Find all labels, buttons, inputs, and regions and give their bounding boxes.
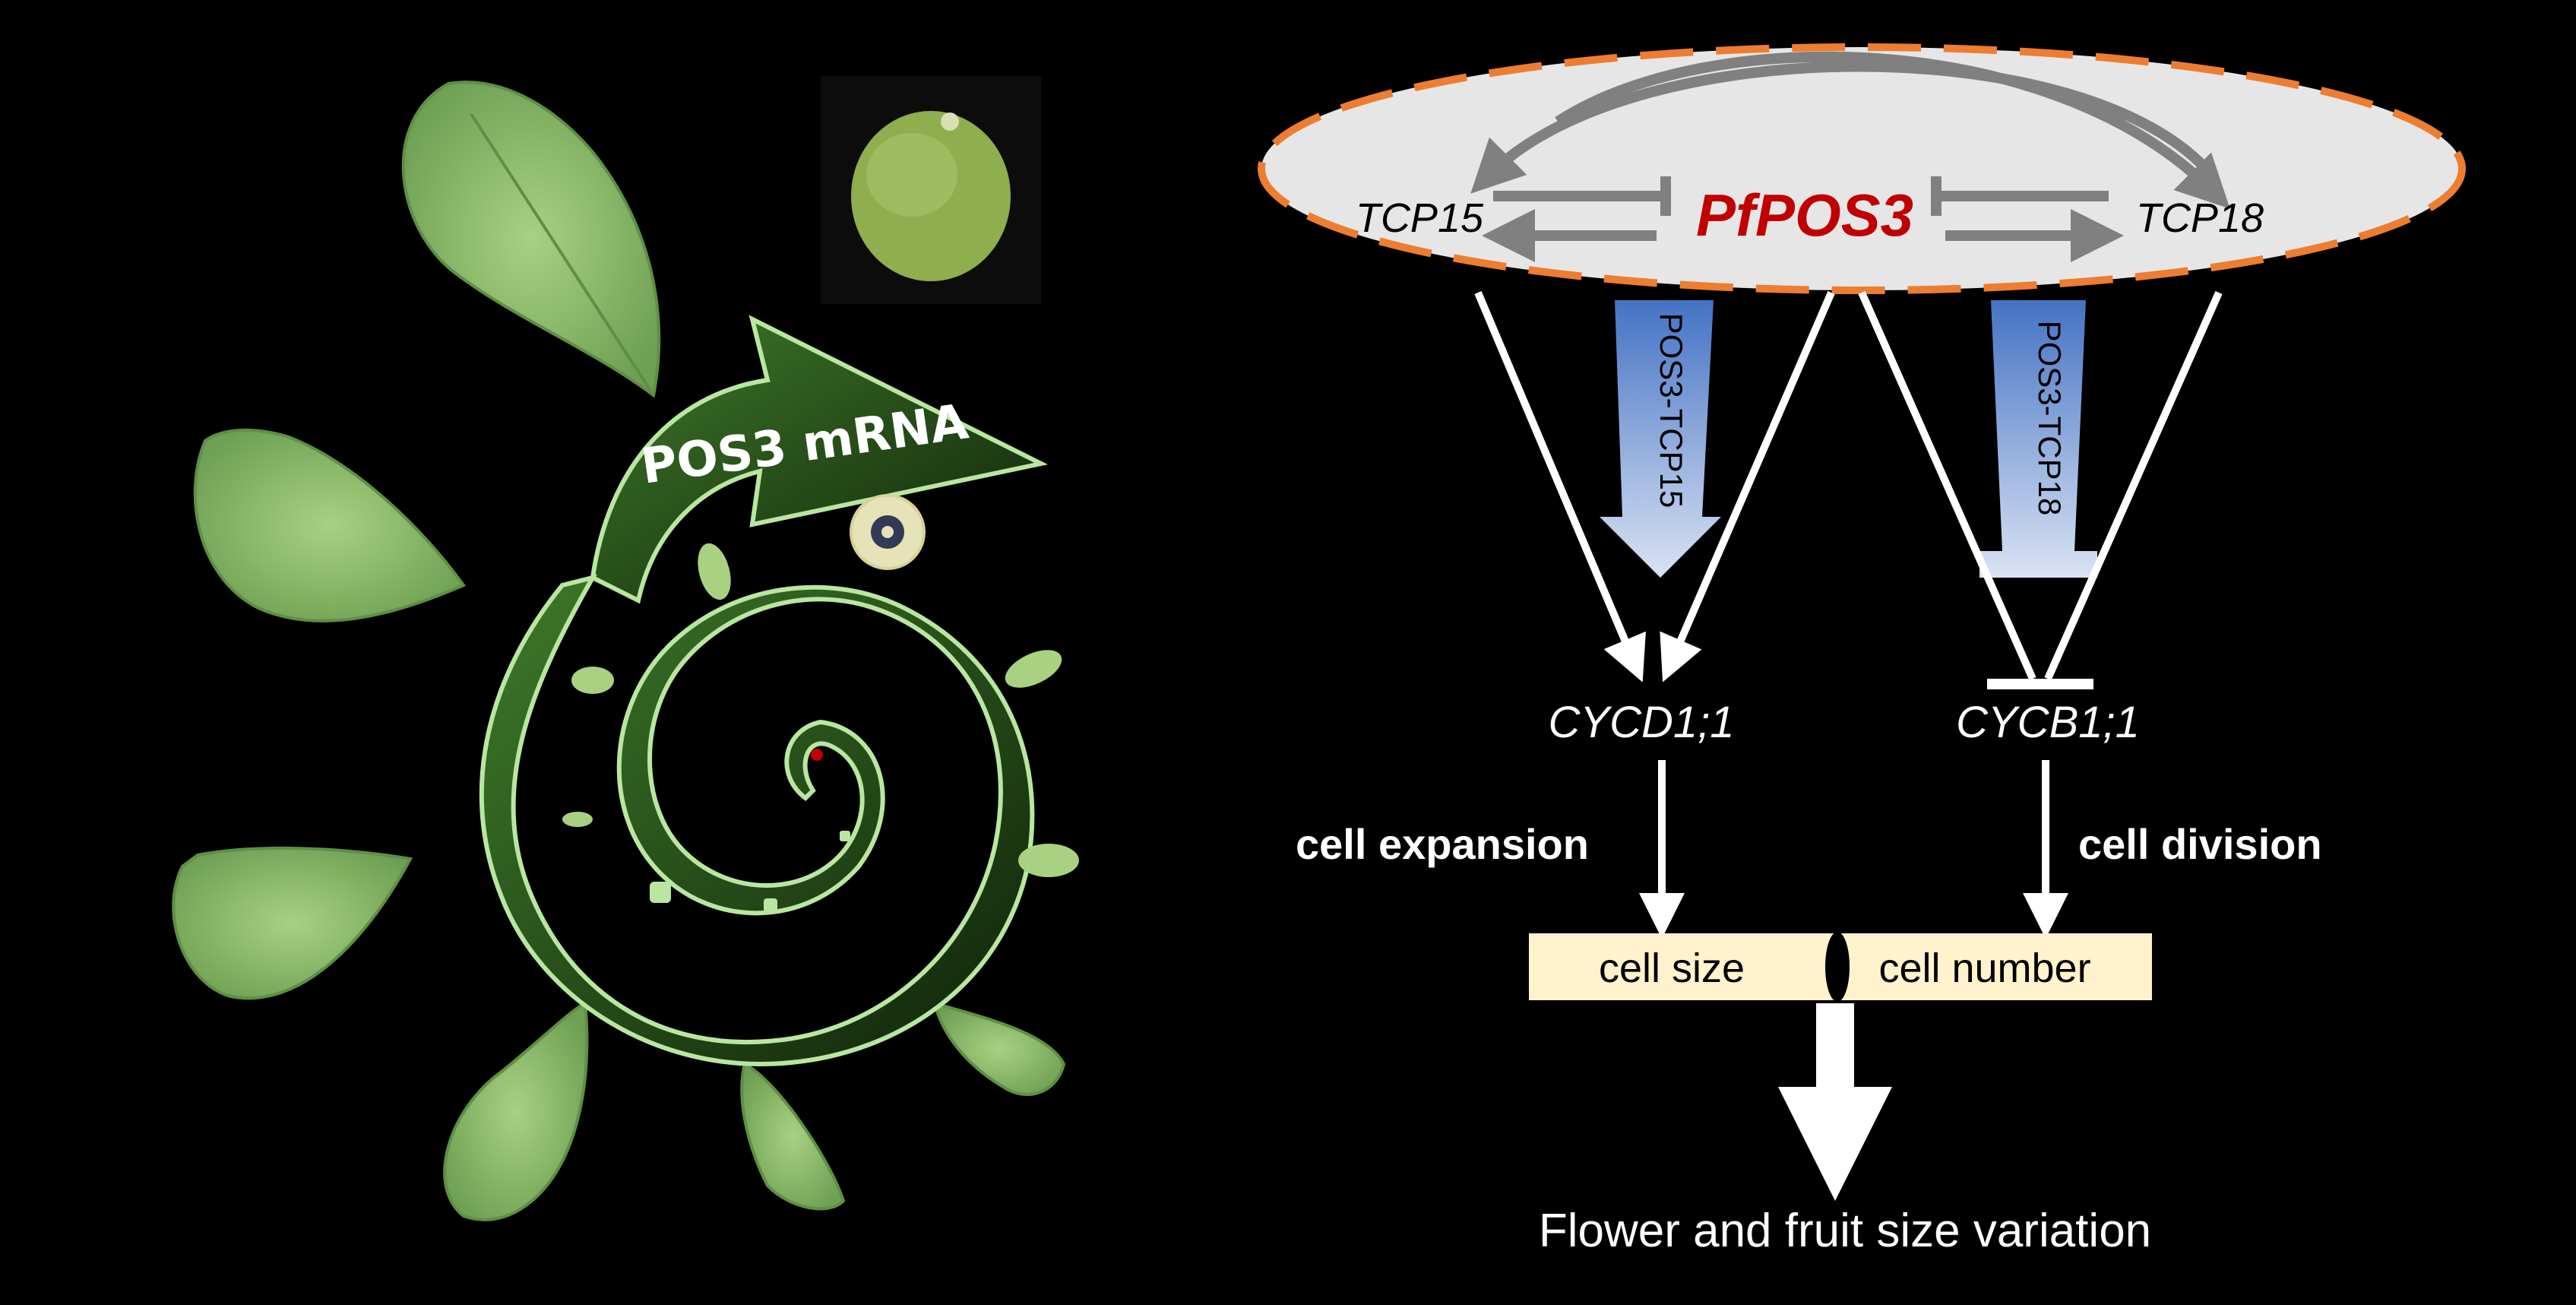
- seed-dot: [840, 831, 850, 841]
- bud-1: [698, 543, 731, 600]
- bud-2: [571, 667, 614, 694]
- leaf-left: [172, 846, 413, 1000]
- pos3-to-cycd: [1660, 291, 1835, 683]
- leaf-top: [401, 81, 661, 398]
- outcome-cell-number: cell number: [1878, 945, 2090, 991]
- regulation-ellipse: [1258, 43, 2466, 294]
- tcp18-inhibits-cycb: [2044, 290, 2223, 681]
- gene-tcp15: TCP15: [1356, 195, 1484, 241]
- gene-pfpos3: PfPOS3: [1696, 182, 1913, 249]
- leaf-bottom: [740, 1062, 846, 1211]
- mrna-arrow: POS3 mRNA: [479, 315, 1049, 1067]
- complex-arrow-left: POS3-TCP15: [1600, 300, 1721, 578]
- fruit-image: [821, 76, 1041, 304]
- outcome-divider: [1825, 932, 1850, 1002]
- bud-4: [1005, 650, 1062, 688]
- arc-tcp15-to-tcp18: [1555, 51, 2230, 209]
- network-diagram: TCP15 PfPOS3 TCP18 POS3-TCP15 POS3-TCP18…: [1258, 43, 2466, 1257]
- complex-label-right: POS3-TCP18: [2032, 321, 2068, 516]
- tcp15-to-cycd: [1474, 291, 1646, 683]
- left-panel: POS3 mRNA: [172, 76, 1079, 1221]
- seed-dot: [764, 898, 777, 912]
- outcome-cell-size: cell size: [1599, 945, 1745, 991]
- target-cycb11: CYCB1;1: [1956, 698, 2140, 747]
- bud-3: [562, 812, 593, 827]
- arc-tcp18-to-tcp15: [1470, 61, 2216, 194]
- bud-5: [1018, 844, 1079, 877]
- complex-arrow-right: POS3-TCP18: [1979, 300, 2097, 578]
- leaf-upper-left: [193, 429, 467, 622]
- leaf-lower-right: [932, 1001, 1066, 1096]
- complex-label-left: POS3-TCP15: [1654, 313, 1689, 508]
- red-dot: [811, 749, 823, 761]
- pos3-inhibits-cycb: [1858, 290, 2036, 681]
- seed-dot: [650, 882, 671, 903]
- process-cell-expansion: cell expansion: [1296, 820, 1589, 868]
- conclusion-arrow: [1778, 1003, 1892, 1201]
- target-cycd11: CYCD1;1: [1549, 698, 1735, 747]
- conclusion-text: Flower and fruit size variation: [1539, 1205, 2151, 1257]
- process-cell-division: cell division: [2078, 820, 2322, 868]
- flower-image: [850, 494, 926, 570]
- gene-tcp18: TCP18: [2136, 195, 2264, 241]
